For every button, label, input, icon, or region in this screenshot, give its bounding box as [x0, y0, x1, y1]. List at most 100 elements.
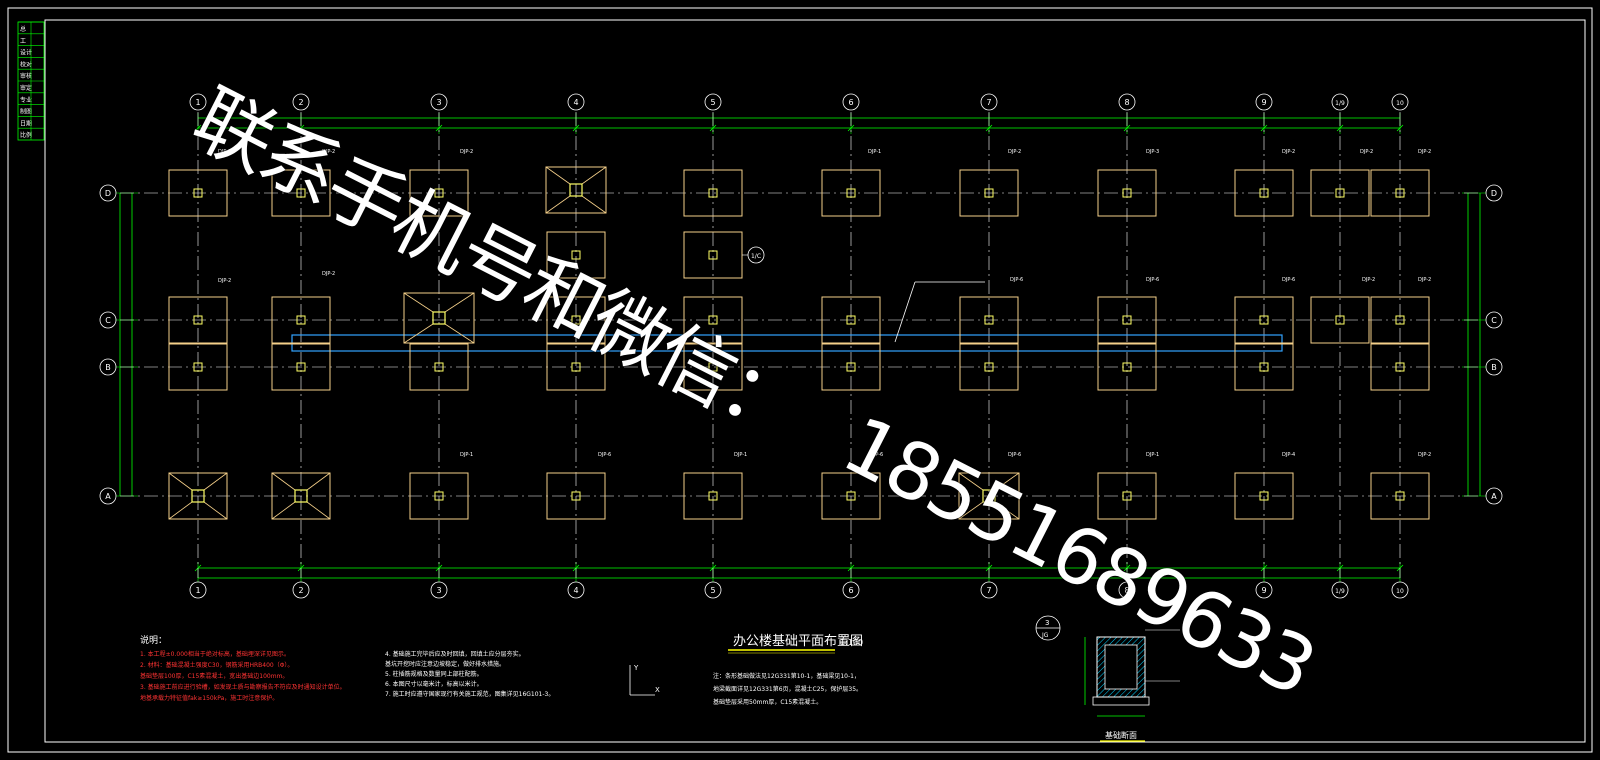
footing-tag-19: DJP-6 — [870, 452, 883, 458]
title-block-cell-9: 比例 — [20, 131, 32, 139]
notes-mid-lines-0: 4. 基础施工完毕后应及时回填，回填土应分层夯实。 — [385, 650, 525, 658]
footing-tag-2: DJP-2 — [460, 149, 473, 155]
svg-text:2: 2 — [298, 98, 303, 107]
axis-bubble-top-7: 7 — [980, 93, 998, 111]
axis-bubble-bottom-10: 10 — [1391, 581, 1409, 599]
axis-bubble-top-5: 5 — [704, 93, 722, 111]
notes-left-lines-2: 基础垫层100厚，C15素混凝土，宽出基础边100mm。 — [140, 672, 288, 680]
svg-text:D: D — [1491, 189, 1497, 198]
axis-bubble-1C: 1/C — [747, 246, 765, 264]
title-block-cell-7: 制图 — [20, 108, 32, 116]
footing-C-6 — [959, 296, 1019, 344]
footing-A-4 — [683, 472, 743, 520]
footing-B-5 — [821, 343, 881, 391]
footing-tag-4: DJP-2 — [1008, 149, 1021, 155]
footing-C-7 — [1097, 296, 1157, 344]
title-block-cell-0: 总 — [20, 25, 26, 33]
axis-bubble-bottom-1: 1 — [189, 581, 207, 599]
axis-bubble-bottom-4: 4 — [567, 581, 585, 599]
footing-C-2 — [403, 292, 475, 344]
axis-bubble-top-4: 4 — [567, 93, 585, 111]
footing-tag-5: DJP-3 — [1146, 149, 1159, 155]
notes-mid-lines-4: 7. 施工时应遵守国家现行有关施工规范，图集详见16G101-3。 — [385, 690, 554, 698]
axis-bubble-right-B: B — [1485, 358, 1503, 376]
footing-B-4 — [683, 343, 743, 391]
axis-bubble-top-8: 8 — [1118, 93, 1136, 111]
footing-tag-12: DJP-6 — [1146, 277, 1159, 283]
axis-bubble-top-3: 3 — [430, 93, 448, 111]
axis-bubble-right-D: D — [1485, 184, 1503, 202]
title-block-cell-3: 校对 — [20, 60, 32, 68]
axis-bubble-bottom-5: 5 — [704, 581, 722, 599]
footing-A-10 — [1370, 472, 1430, 520]
svg-text:3: 3 — [436, 586, 441, 595]
footing-D-0 — [168, 169, 228, 217]
svg-text:7: 7 — [986, 98, 991, 107]
svg-text:1/C: 1/C — [751, 253, 761, 260]
footing-B-7 — [1097, 343, 1157, 391]
svg-text:B: B — [1491, 363, 1497, 372]
svg-text:C: C — [105, 316, 111, 325]
footing-A-0 — [168, 472, 228, 520]
footing-B-10 — [1370, 343, 1430, 391]
axis-bubble-bottom-2: 2 — [292, 581, 310, 599]
axis-bubble-top-10: 10 — [1391, 93, 1409, 111]
title-block-cell-5: 审定 — [20, 84, 32, 92]
axis-bubble-top-6: 6 — [842, 93, 860, 111]
footing-C-5 — [821, 296, 881, 344]
axis-bubble-top-1/9: 1/9 — [1331, 93, 1349, 111]
footing-A-1 — [271, 472, 331, 520]
footing-A-8 — [1234, 472, 1294, 520]
footing-B-2 — [409, 343, 469, 391]
coord-y: Y — [633, 664, 639, 672]
footing-tag-7: DJP-2 — [1360, 149, 1373, 155]
notes-right-lines-0: 注：条形基础做法见12G331第10-1，基础梁见10-1， — [713, 672, 860, 680]
axis-bubble-left-B: B — [99, 358, 117, 376]
drawing-title-scale: 1:100 — [840, 638, 863, 647]
foundation-section-detail: 3 JG 基础断面 — [1035, 615, 1180, 742]
footing-tag-8: DJP-2 — [1418, 149, 1431, 155]
svg-text:2: 2 — [298, 586, 303, 595]
svg-text:1: 1 — [195, 586, 200, 595]
axis-bubble-right-A: A — [1485, 487, 1503, 505]
svg-text:5: 5 — [710, 586, 715, 595]
svg-text:A: A — [1491, 492, 1497, 501]
svg-text:7: 7 — [986, 586, 991, 595]
footing-D-8 — [1234, 169, 1294, 217]
svg-text:10: 10 — [1396, 100, 1404, 107]
axis-bubble-bottom-3: 3 — [430, 581, 448, 599]
footing-D-6 — [959, 169, 1019, 217]
svg-text:1: 1 — [195, 98, 200, 107]
axis-bubble-top-9: 9 — [1255, 93, 1273, 111]
section-tag-bottom: JG — [1041, 632, 1049, 639]
footing-tag-22: DJP-4 — [1282, 452, 1295, 458]
footing-C-3 — [546, 296, 606, 344]
footing-tag-14: DJP-2 — [1362, 277, 1375, 283]
svg-text:5: 5 — [710, 98, 715, 107]
axis-bubble-top-1: 1 — [189, 93, 207, 111]
footing-tag-3: DJP-1 — [868, 149, 881, 155]
footing-tag-6: DJP-2 — [1282, 149, 1295, 155]
footing-D-3 — [545, 166, 607, 214]
footing-D-9 — [1310, 169, 1370, 217]
footing-A-7 — [1097, 472, 1157, 520]
footing-B-0 — [168, 343, 228, 391]
axis-grid — [120, 112, 1482, 578]
footing-tag-23: DJP-2 — [1418, 452, 1431, 458]
axis-bubble-left-A: A — [99, 487, 117, 505]
notes-left-lines-3: 3. 基础施工前应进行验槽，如发现土质与勘察报告不符应及时通知设计单位。 — [140, 683, 346, 691]
svg-text:B: B — [105, 363, 111, 372]
axis-bubble-left-D: D — [99, 184, 117, 202]
notes-left: 说明： 1. 本工程±0.000相当于绝对标高，基础埋深详见图示。2. 材料：基… — [140, 634, 346, 702]
footing-tag-0: DJP-1 — [218, 149, 231, 155]
svg-text:8: 8 — [1124, 98, 1129, 107]
footing-B-8 — [1234, 343, 1294, 391]
footings — [168, 166, 1430, 520]
footing-D-7 — [1097, 169, 1157, 217]
svg-text:9: 9 — [1261, 98, 1266, 107]
footing-1C-4 — [546, 231, 606, 279]
axis-bubble-bottom-6: 6 — [842, 581, 860, 599]
title-block-cell-4: 审核 — [20, 72, 32, 80]
